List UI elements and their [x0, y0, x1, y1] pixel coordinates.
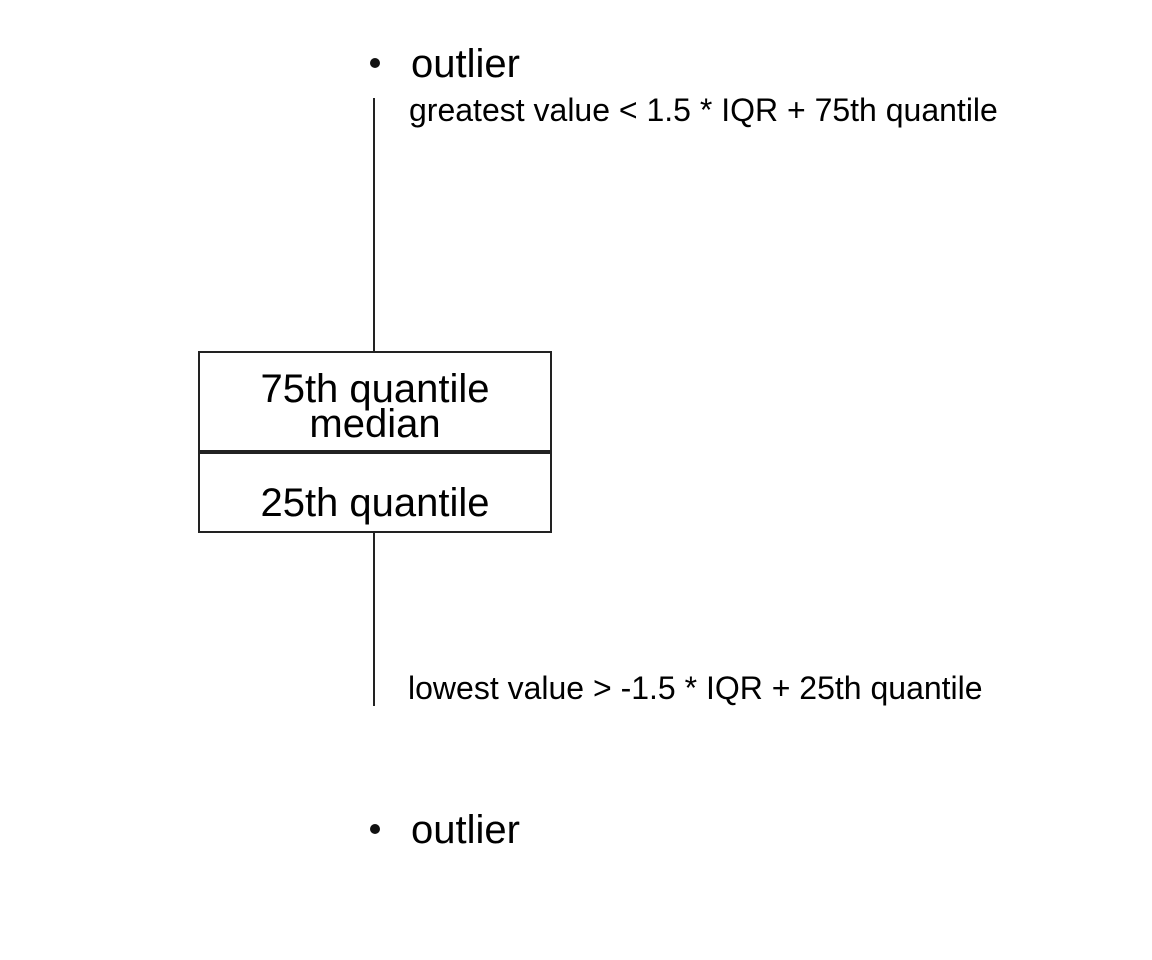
box-upper-label: 75th quantile	[260, 367, 490, 411]
upper-whisker-line	[373, 98, 375, 352]
box-median-label: median	[309, 402, 441, 446]
upper-whisker-label: greatest value < 1.5 * IQR + 75th quanti…	[409, 92, 998, 128]
bottom-outlier-label: outlier	[411, 808, 520, 852]
lower-whisker-label: lowest value > -1.5 * IQR + 25th quantil…	[408, 670, 983, 706]
bottom-outlier-dot	[370, 824, 380, 834]
lower-whisker-line	[373, 533, 375, 706]
median-line	[198, 450, 552, 454]
box-lower-label: 25th quantile	[260, 481, 490, 525]
box-rect	[198, 351, 552, 533]
top-outlier-label: outlier	[411, 42, 520, 86]
top-outlier-dot	[370, 58, 380, 68]
